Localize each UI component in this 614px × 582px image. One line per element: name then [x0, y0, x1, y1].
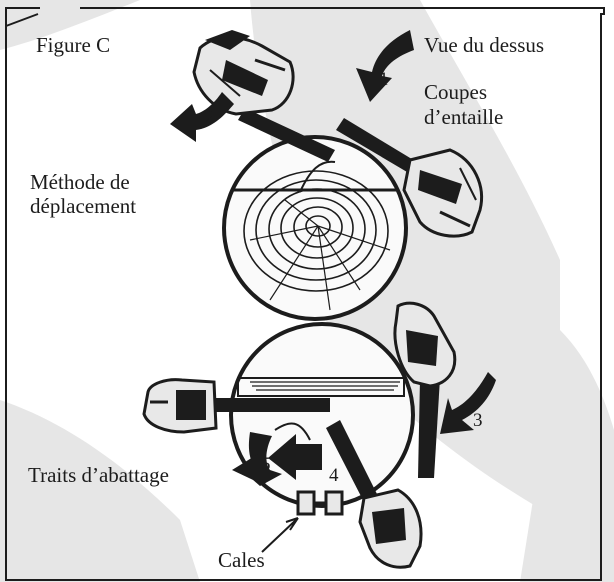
- step-number-4: 4: [329, 466, 339, 486]
- felling-cuts-label: Traits d’abattage: [28, 463, 169, 487]
- arrow-2: [170, 92, 234, 142]
- notch-label-line-1: Coupes: [424, 80, 487, 104]
- notch-label-line-2: d’entaille: [424, 105, 503, 129]
- step-number-1: 1: [379, 70, 389, 90]
- view-label: Vue du dessus: [424, 33, 544, 57]
- method-label-line-2: déplacement: [30, 194, 136, 218]
- top-trunk-cross-section: [224, 137, 406, 319]
- wedges-label: Cales: [218, 548, 265, 572]
- step-number-2: 2: [204, 108, 214, 128]
- step-number-3: 3: [473, 411, 483, 431]
- wedges-pointer: [262, 518, 298, 552]
- method-label-line-1: Méthode de: [30, 170, 130, 194]
- figure-label: Figure C: [36, 33, 110, 57]
- step-number-5: 5: [261, 455, 271, 475]
